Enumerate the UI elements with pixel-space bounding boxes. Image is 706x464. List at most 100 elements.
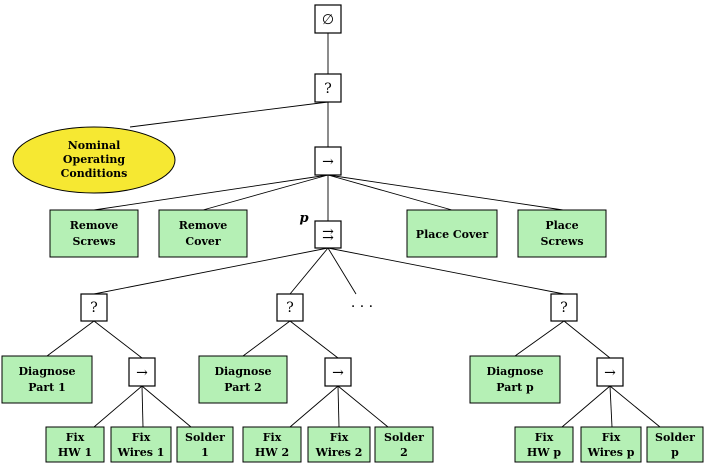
branch-2-fallback xyxy=(276,293,304,322)
action-place-cover-line-1: Place Cover xyxy=(416,228,489,241)
branch-2-diagnose-line-1: Diagnose xyxy=(214,365,271,378)
branch-2-fix-3-line-1: Solder xyxy=(384,431,424,444)
branch-1-fix-3-line-2: 1 xyxy=(201,446,209,459)
edge-parallel-branchp xyxy=(327,247,565,295)
edge-b2-fix2 xyxy=(337,385,340,428)
branch-1-diagnose xyxy=(1,355,93,404)
edge-b1-fix3 xyxy=(141,385,192,428)
branch-p-diagnose xyxy=(469,355,561,404)
branch-2-fix-1 xyxy=(242,426,302,463)
edge-parallel-ellipsis xyxy=(327,247,357,295)
condition-node: Nominal Operating Conditions xyxy=(12,126,176,194)
branch-p-fix-2-line-1: Fix xyxy=(602,431,621,444)
branch-1-sequence-symbol: → xyxy=(136,365,148,381)
branch-1-sequence xyxy=(128,357,156,387)
edge-seq-remove-screws xyxy=(93,174,329,211)
condition-line-1: Nominal xyxy=(68,139,121,152)
branch-p-fix-1-line-1: Fix xyxy=(535,431,554,444)
action-remove-cover-line-2: Cover xyxy=(185,235,220,248)
fallback-top-symbol: ? xyxy=(324,81,332,97)
branch-1-fix-3-line-1: Solder xyxy=(185,431,225,444)
branch-p-fix-2-line-2: Wires p xyxy=(587,446,635,459)
more-branches-ellipsis: · · · xyxy=(351,299,373,315)
branch-p-fallback xyxy=(550,293,578,322)
edge-seq-place-cover xyxy=(327,174,453,211)
branch-2-diagnose-line-2: Part 2 xyxy=(224,381,261,394)
branch-1-fix-2 xyxy=(110,426,172,463)
edge-b1-fix2 xyxy=(141,385,144,428)
branch-p-fallback-symbol: ? xyxy=(560,300,568,316)
root-symbol: ∅ xyxy=(322,12,334,28)
action-place-screws-line-2: Screws xyxy=(540,235,583,248)
branch-1-fix-1-line-1: Fix xyxy=(66,431,85,444)
branch-p-fix-3 xyxy=(646,426,704,463)
action-remove-screws: Remove Screws xyxy=(49,209,139,258)
parallel-label: p xyxy=(299,211,308,226)
branch-1-fix-2-line-2: Wires 1 xyxy=(117,446,165,459)
branch-p-diagnose-line-1: Diagnose xyxy=(486,365,543,378)
branch-1-fallback-symbol: ? xyxy=(90,300,98,316)
edge-b1-diagnose xyxy=(46,320,95,357)
edge-b2-fix1 xyxy=(289,385,339,428)
edge-seq-place-screws xyxy=(327,174,564,211)
branch-1-fix-2-line-1: Fix xyxy=(132,431,151,444)
branch-p: ? Diagnose Part p → Fix HW p Fix Wires p… xyxy=(469,293,704,463)
branch-1-fix-1-line-2: HW 1 xyxy=(58,446,92,459)
branch-2-sequence-symbol: → xyxy=(332,365,344,381)
condition-line-2: Operating xyxy=(63,153,125,166)
sequence-main-node: → xyxy=(314,146,342,176)
edge-bp-diagnose xyxy=(514,320,565,357)
branch-p-fix-3-line-2: p xyxy=(671,446,679,459)
branch-2-fallback-symbol: ? xyxy=(286,300,294,316)
branch-2-fix-2-line-1: Fix xyxy=(330,431,349,444)
branch-2-fix-2 xyxy=(307,426,371,463)
edge-b1-seq xyxy=(93,320,143,359)
branch-1-diagnose-line-2: Part 1 xyxy=(28,381,65,394)
edge-parallel-branch2 xyxy=(289,247,329,295)
edge-b2-seq xyxy=(289,320,339,359)
parallel-symbol: ⇉ xyxy=(322,227,334,243)
branch-2-fix-3-line-2: 2 xyxy=(400,446,408,459)
edges xyxy=(46,33,661,428)
edge-b2-fix3 xyxy=(337,385,389,428)
branch-2-sequence xyxy=(324,357,352,387)
branch-2-fix-2-line-2: Wires 2 xyxy=(315,446,363,459)
fallback-top-node: ? xyxy=(314,73,342,103)
action-remove-cover: Remove Cover xyxy=(158,209,248,258)
edge-parallel-branch1 xyxy=(93,247,329,295)
action-remove-screws-line-2: Screws xyxy=(72,235,115,248)
edge-b1-fix1 xyxy=(93,385,143,428)
branch-1-diagnose-line-1: Diagnose xyxy=(18,365,75,378)
branch-2-diagnose xyxy=(198,355,288,404)
edge-bp-fix1 xyxy=(561,385,611,428)
branch-1: ? Diagnose Part 1 → Fix HW 1 Fix Wires 1… xyxy=(1,293,234,463)
edge-bp-seq xyxy=(563,320,611,359)
parallel-node: p ⇉ xyxy=(299,211,342,249)
branch-p-fix-1-line-2: HW p xyxy=(527,446,562,459)
branch-p-sequence-symbol: → xyxy=(604,365,616,381)
sequence-main-symbol: → xyxy=(322,154,334,170)
branch-2-fix-3 xyxy=(374,426,434,463)
condition-line-3: Conditions xyxy=(61,167,128,180)
branch-1-fix-3 xyxy=(176,426,234,463)
action-place-screws: Place Screws xyxy=(517,209,607,258)
edge-seq-remove-cover xyxy=(202,174,329,211)
branch-p-fix-3-line-1: Solder xyxy=(655,431,695,444)
branch-1-fallback xyxy=(80,293,108,322)
edge-b2-diagnose xyxy=(242,320,291,357)
branch-2-fix-1-line-2: HW 2 xyxy=(255,446,289,459)
action-remove-screws-line-1: Remove xyxy=(70,219,119,232)
branch-1-fix-1 xyxy=(45,426,105,463)
action-remove-cover-line-1: Remove xyxy=(179,219,228,232)
edge-bp-fix2 xyxy=(609,385,613,428)
branch-2: ? Diagnose Part 2 → Fix HW 2 Fix Wires 2… xyxy=(198,293,434,463)
edge-fallback-condition xyxy=(129,101,329,128)
branch-p-diagnose-line-2: Part p xyxy=(496,381,534,394)
action-place-cover: Place Cover xyxy=(406,209,498,258)
edge-bp-fix3 xyxy=(609,385,661,428)
branch-2-fix-1-line-1: Fix xyxy=(263,431,282,444)
branch-p-sequence xyxy=(596,357,624,387)
action-place-screws-line-1: Place xyxy=(545,219,578,232)
branch-p-fix-2 xyxy=(580,426,642,463)
